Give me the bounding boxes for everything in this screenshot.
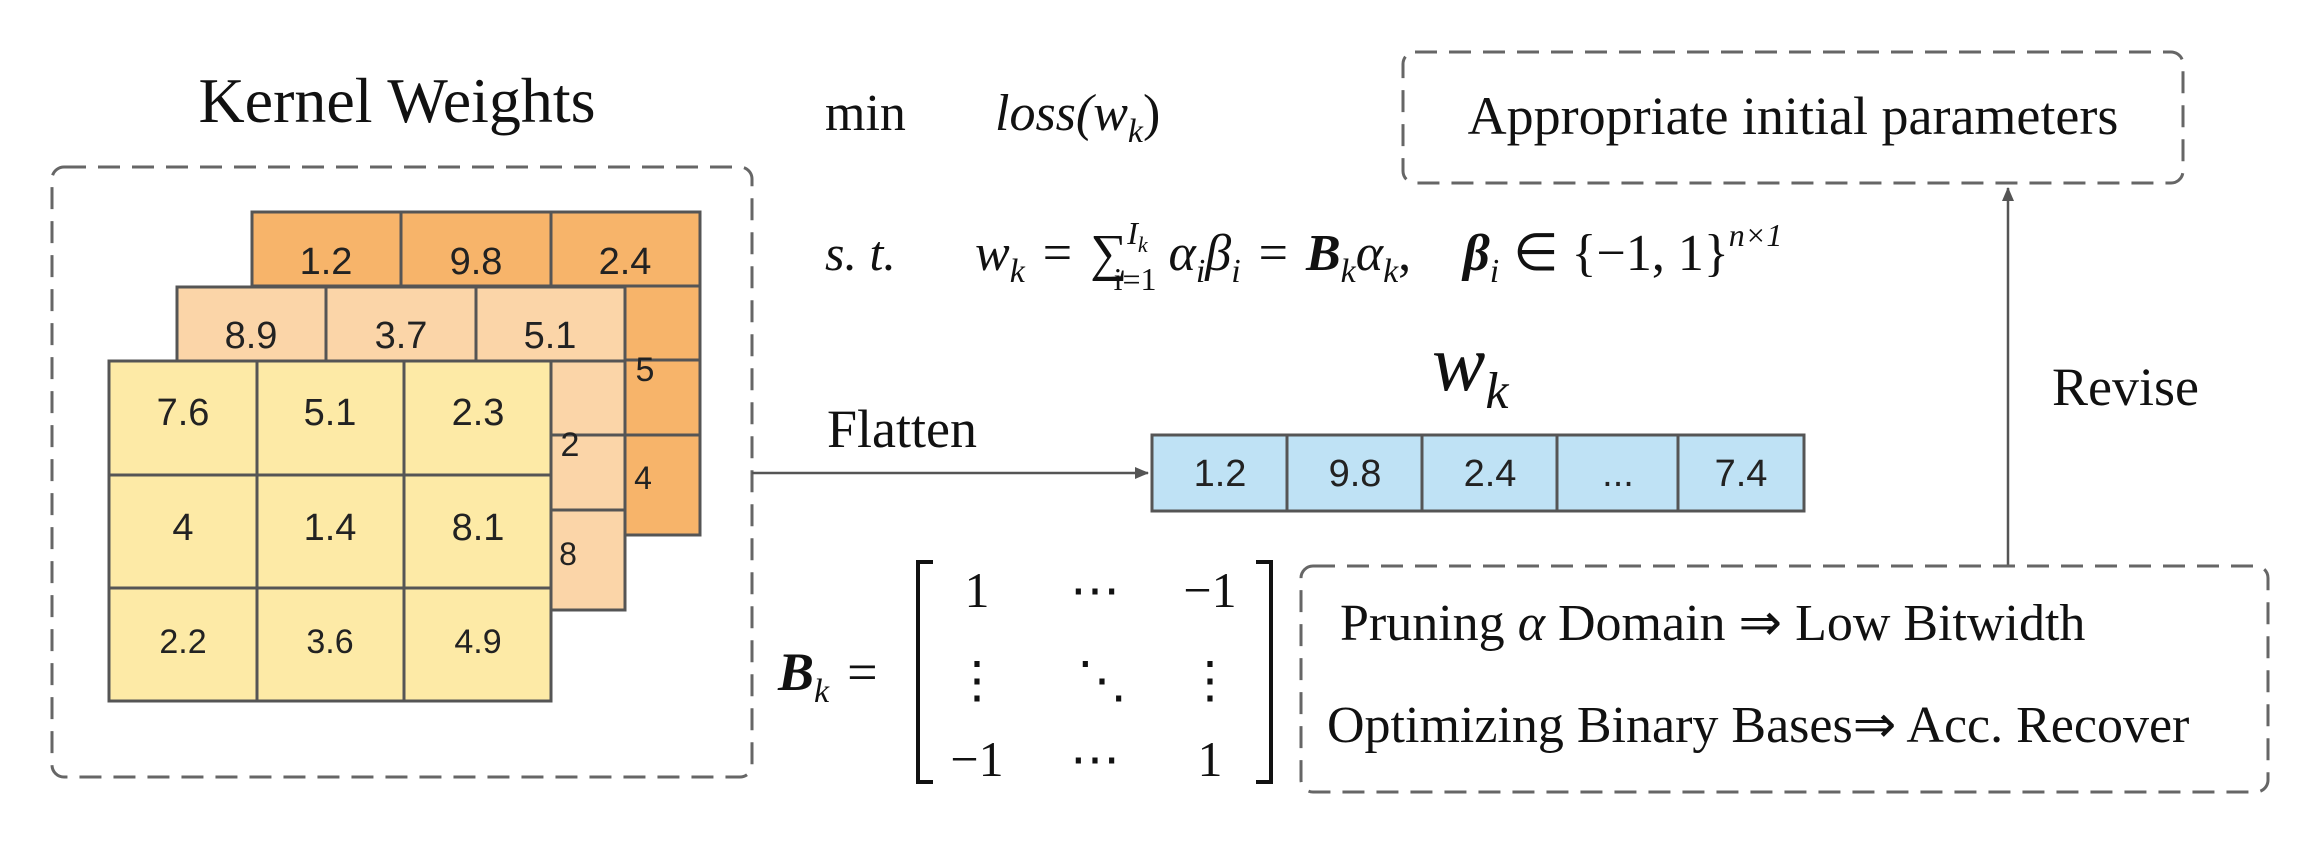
vector-cell: 2.4 bbox=[1464, 453, 1517, 495]
objective-loss: loss(wk) bbox=[995, 85, 1160, 150]
kernel-front-cell: 5.1 bbox=[304, 392, 357, 434]
kernel-back-cell: 1.2 bbox=[300, 241, 353, 283]
matrix-entry: ⋯ bbox=[1070, 731, 1120, 787]
matrix-entry: −1 bbox=[950, 731, 1003, 787]
flatten-label: Flatten bbox=[827, 399, 977, 459]
kernel-front-cell: 4.9 bbox=[454, 623, 501, 661]
matrix-entry: ⋮ bbox=[952, 652, 1002, 708]
objective-min: min bbox=[825, 85, 906, 142]
kernel-front-cell: 1.4 bbox=[304, 507, 357, 549]
kernel-back-side-cell: 4 bbox=[634, 460, 652, 496]
kernel-mid-cell: 8.9 bbox=[225, 315, 278, 357]
revise-label: Revise bbox=[2052, 357, 2199, 417]
kernel-front-cell: 8.1 bbox=[452, 507, 505, 549]
kernel-front-cell: 3.6 bbox=[306, 623, 353, 661]
method-box: Pruning α Domain ⇒ Low Bitwidth Optimizi… bbox=[1299, 564, 2270, 794]
method-line-optimizing: Optimizing Binary Bases⇒ Acc. Recover bbox=[1327, 697, 2189, 754]
kernel-front-cell: 2.2 bbox=[159, 623, 206, 661]
kernel-front-cell: 7.6 bbox=[157, 392, 210, 434]
matrix-lhs: Bk= bbox=[777, 642, 878, 710]
vector-label: wk bbox=[1432, 320, 1509, 420]
flattened-vector: 1.2 9.8 2.4 ... 7.4 bbox=[1150, 433, 1806, 513]
kernel-mid-side-cell: 8 bbox=[559, 536, 577, 572]
vector-cell: 7.4 bbox=[1715, 453, 1768, 495]
binary-basis-matrix: Bk= 1 ⋯ −1 ⋮ ⋱ ⋮ −1 ⋯ 1 bbox=[777, 560, 1273, 787]
method-line-pruning: Pruning α Domain ⇒ Low Bitwidth bbox=[1340, 595, 2085, 652]
matrix-entry: ⋯ bbox=[1070, 562, 1120, 618]
kernel-back-cell: 9.8 bbox=[450, 241, 503, 283]
init-params-label: Appropriate initial parameters bbox=[1468, 86, 2119, 146]
matrix-entry: ⋮ bbox=[1185, 652, 1235, 708]
kernel-mid-cell: 5.1 bbox=[524, 315, 577, 357]
kernel-front-cell: 4 bbox=[172, 507, 193, 549]
vector-cell: ... bbox=[1602, 453, 1634, 495]
kernel-title: Kernel Weights bbox=[198, 65, 595, 136]
kernel-back-cell: 2.4 bbox=[599, 241, 652, 283]
kernel-back-side-cell: 5 bbox=[636, 351, 655, 389]
kernel-front-layer: 7.6 5.1 2.3 4 1.4 8.1 2.2 3.6 4.9 bbox=[107, 359, 553, 703]
init-params-box: Appropriate initial parameters bbox=[1401, 50, 2185, 185]
constraint-st: s. t. bbox=[825, 225, 896, 281]
objective-line: min loss(wk) bbox=[825, 85, 1160, 150]
vector-cell: 9.8 bbox=[1329, 453, 1382, 495]
matrix-entry: 1 bbox=[1198, 731, 1223, 787]
matrix-left-bracket bbox=[916, 560, 933, 784]
kernel-front-cell: 2.3 bbox=[452, 392, 505, 434]
vector-cell: 1.2 bbox=[1194, 453, 1247, 495]
matrix-entry: 1 bbox=[965, 562, 990, 618]
matrix-right-bracket bbox=[1256, 560, 1273, 784]
matrix-entry: −1 bbox=[1183, 562, 1236, 618]
kernel-mid-side-cell: 2 bbox=[561, 426, 580, 464]
kernel-mid-cell: 3.7 bbox=[375, 315, 428, 357]
matrix-entry: ⋱ bbox=[1077, 652, 1127, 708]
